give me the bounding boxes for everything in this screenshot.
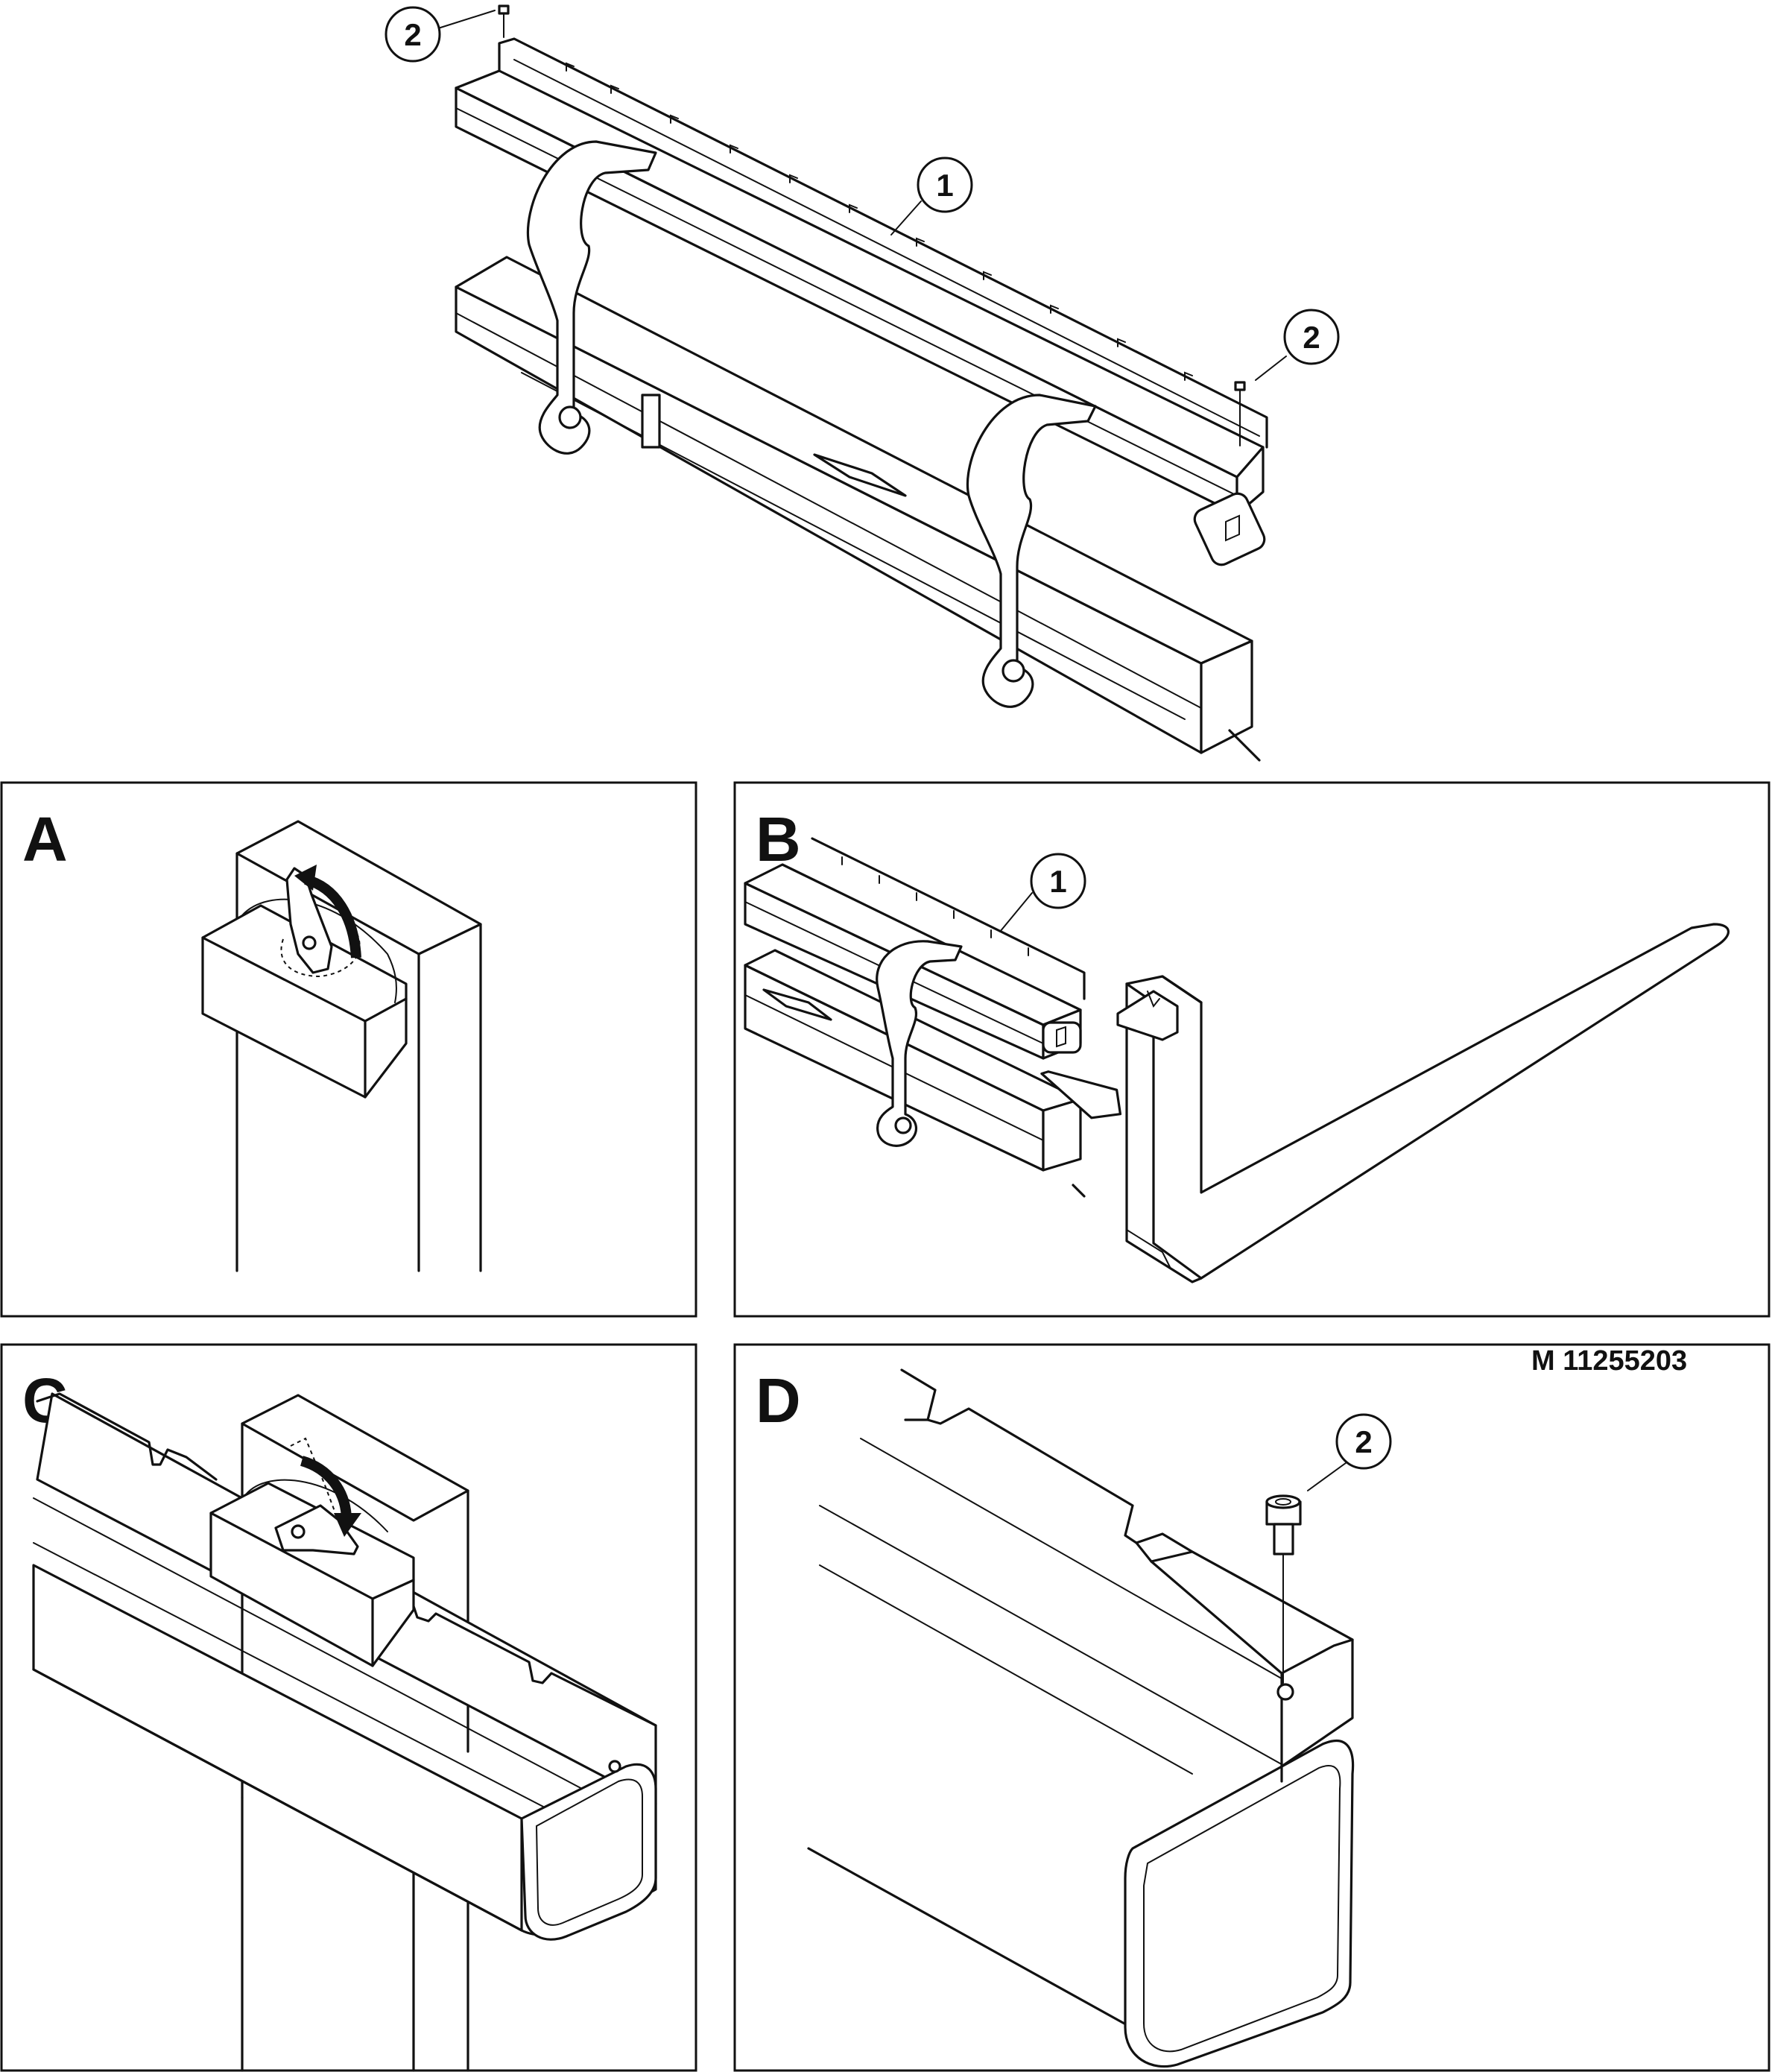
panel-d: D 2 bbox=[733, 1343, 1771, 2072]
screw-top-left bbox=[498, 4, 510, 38]
callout-2-right: 2 bbox=[1303, 320, 1320, 355]
callout-2-panel-d: 2 bbox=[1355, 1424, 1372, 1459]
panel-d-frame bbox=[733, 1343, 1771, 2072]
lower-fork-bar bbox=[455, 256, 1261, 762]
panel-b: B 1 bbox=[733, 781, 1771, 1318]
panel-b-frame bbox=[733, 781, 1771, 1318]
panel-d-letter: D bbox=[756, 1365, 801, 1435]
panel-c: C bbox=[0, 1343, 697, 2072]
callout-1-panel-b: 1 bbox=[1049, 864, 1066, 899]
right-hook-plate bbox=[966, 394, 1097, 708]
callout-2-top-left: 2 bbox=[404, 17, 421, 52]
figure-reference: M 11255203 bbox=[1531, 1345, 1687, 1377]
panel-a-letter: A bbox=[22, 804, 68, 874]
panel-b-letter: B bbox=[756, 804, 801, 874]
panel-a-frame bbox=[0, 781, 697, 1318]
screw-right bbox=[1234, 381, 1246, 446]
panel-c-frame bbox=[0, 1343, 697, 2072]
screw-panel-d bbox=[1265, 1494, 1302, 1684]
carriage-overview: 2 1 2 bbox=[385, 4, 1340, 762]
callout-1-overview: 1 bbox=[936, 168, 953, 203]
panel-a: A bbox=[0, 781, 697, 1318]
